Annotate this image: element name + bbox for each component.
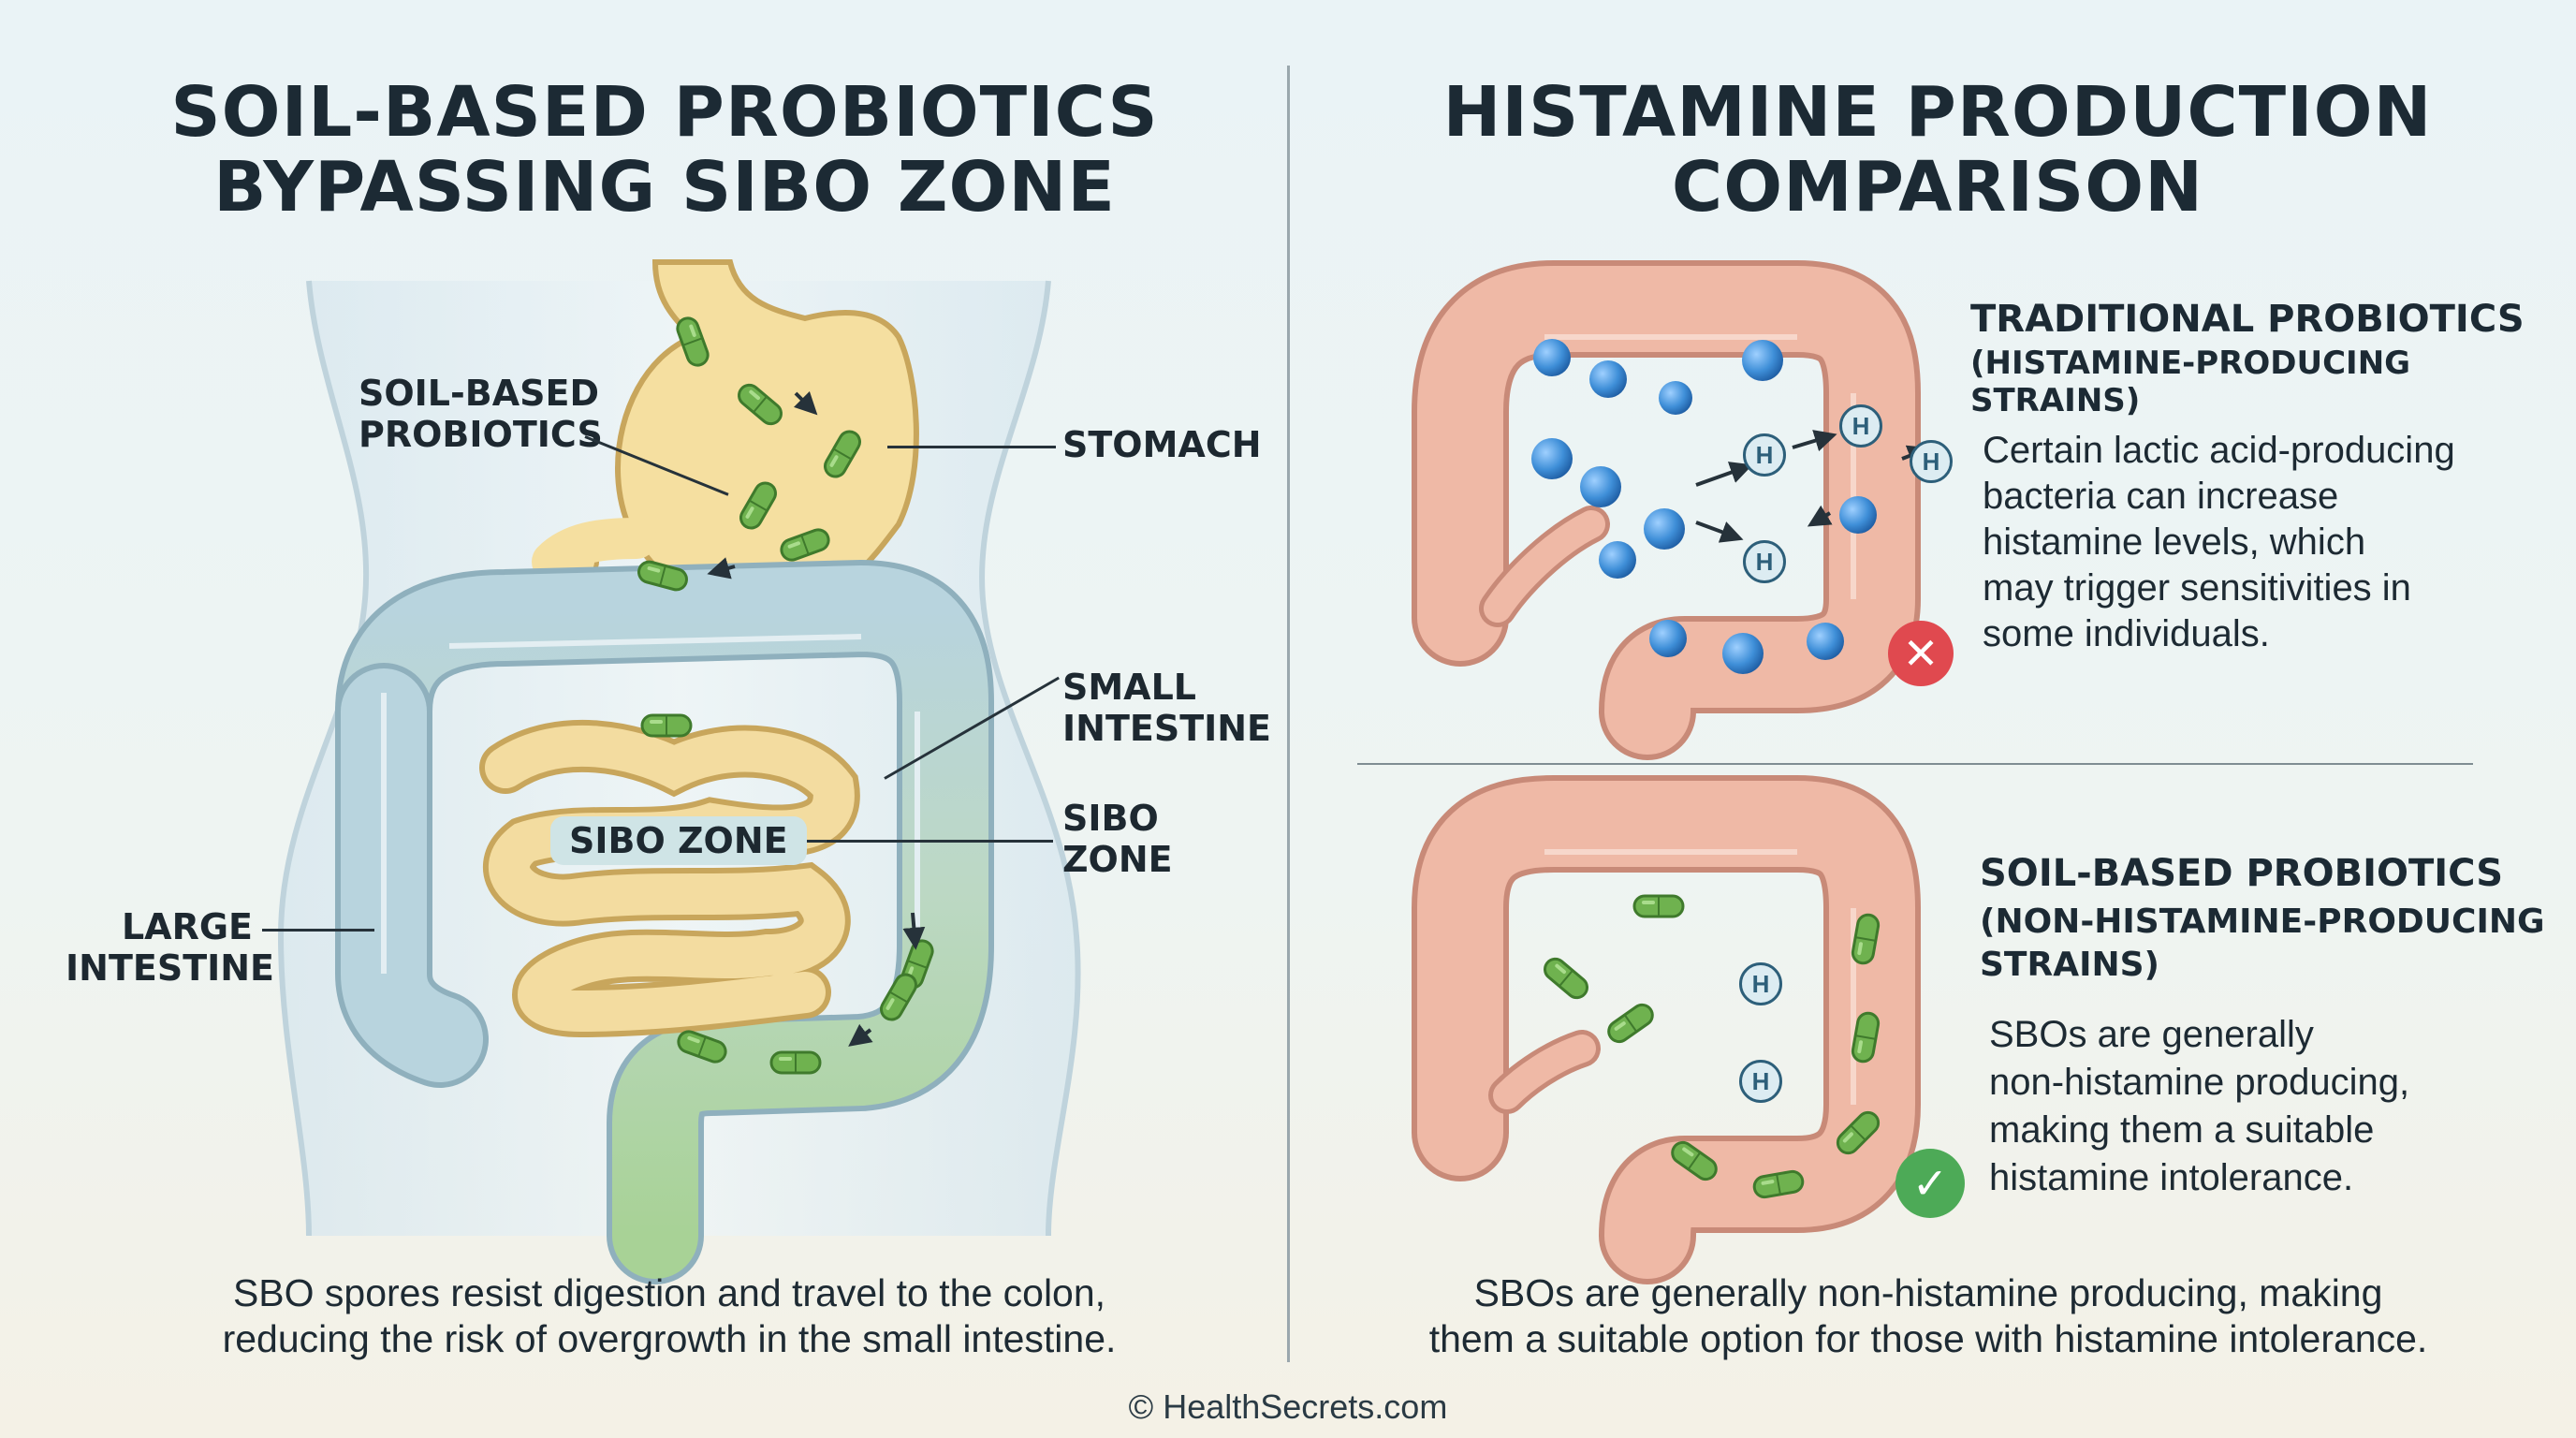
leader-large-intestine bbox=[262, 929, 374, 932]
leader-sibo bbox=[777, 840, 1053, 843]
label-large-intestine: LARGE INTESTINE bbox=[66, 906, 275, 989]
soil-subheading-line: (NON-HISTAMINE-PRODUCING bbox=[1980, 902, 2545, 941]
small-intestine-illustration bbox=[479, 719, 860, 1038]
check-mark-icon: ✓ bbox=[1895, 1149, 1965, 1218]
soil-colon-illustration bbox=[1412, 775, 1921, 1284]
left-probiotic-capsules bbox=[635, 314, 937, 1075]
traditional-body-line: histamine levels, which bbox=[1983, 521, 2366, 563]
traditional-body-line: may trigger sensitivities in bbox=[1983, 567, 2411, 609]
traditional-body-line: Certain lactic acid-producing bbox=[1983, 430, 2455, 471]
soil-heading: SOIL-BASED PROBIOTICS bbox=[1980, 852, 2504, 895]
histamine-badge-6: H bbox=[1739, 1060, 1782, 1103]
label-sibo-line1: SIBO bbox=[1062, 798, 1159, 839]
x-mark-icon: ✕ bbox=[1888, 621, 1954, 686]
traditional-colon-illustration bbox=[1412, 260, 1921, 760]
leader-stomach bbox=[887, 446, 1056, 448]
histamine-badge-1: H bbox=[1743, 433, 1786, 477]
traditional-heading: TRADITIONAL PROBIOTICS bbox=[1970, 298, 2525, 341]
right-caption: SBOs are generally non-histamine produci… bbox=[1348, 1270, 2509, 1362]
soil-body-line: SBOs are generally bbox=[1989, 1014, 2314, 1055]
soil-body-line: making them a suitable bbox=[1989, 1109, 2375, 1151]
soil-body-line: non-histamine producing, bbox=[1989, 1062, 2410, 1103]
right-caption-line1: SBOs are generally non-histamine produci… bbox=[1473, 1271, 2383, 1314]
label-large-line1: LARGE bbox=[121, 906, 253, 947]
histamine-badge-2: H bbox=[1839, 404, 1882, 448]
traditional-body: Certain lactic acid-producing bacteria c… bbox=[1983, 428, 2455, 657]
left-title-line1: SOIL-BASED PROBIOTICS bbox=[170, 72, 1159, 153]
traditional-body-line: some individuals. bbox=[1983, 613, 2270, 654]
right-title-line1: HISTAMINE PRODUCTION bbox=[1442, 72, 2433, 153]
soil-subheading: (NON-HISTAMINE-PRODUCING STRAINS) bbox=[1980, 901, 2545, 987]
soil-body-line: histamine intolerance. bbox=[1989, 1157, 2354, 1198]
left-caption-line2: reducing the risk of overgrowth in the s… bbox=[222, 1317, 1117, 1360]
traditional-body-line: bacteria can increase bbox=[1983, 476, 2339, 517]
traditional-subheading: (HISTAMINE-PRODUCING STRAINS) bbox=[1970, 345, 2411, 419]
label-soil-line1: SOIL-BASED bbox=[359, 373, 600, 414]
large-intestine-illustration bbox=[335, 559, 994, 1284]
left-caption: SBO spores resist digestion and travel t… bbox=[131, 1270, 1208, 1362]
blue-bacteria bbox=[1531, 339, 1931, 674]
soil-body: SBOs are generally non-histamine produci… bbox=[1989, 1011, 2409, 1202]
left-title: SOIL-BASED PROBIOTICS BYPASSING SIBO ZON… bbox=[168, 75, 1161, 225]
label-sibo-zone: SIBO ZONE bbox=[1062, 798, 1173, 880]
histamine-badge-4: H bbox=[1743, 540, 1786, 583]
sibo-zone-box: SIBO ZONE bbox=[550, 816, 807, 865]
label-small-intestine: SMALL INTESTINE bbox=[1062, 667, 1271, 749]
vertical-divider bbox=[1287, 66, 1290, 1362]
horizontal-divider bbox=[1357, 763, 2473, 765]
right-title: HISTAMINE PRODUCTION COMPARISON bbox=[1423, 75, 2452, 225]
label-stomach: STOMACH bbox=[1062, 424, 1262, 465]
label-soil-line2: PROBIOTICS bbox=[359, 414, 603, 455]
right-title-line2: COMPARISON bbox=[1671, 147, 2204, 227]
right-caption-line2: them a suitable option for those with hi… bbox=[1428, 1317, 2428, 1360]
label-small-line2: INTESTINE bbox=[1062, 708, 1272, 749]
left-caption-line1: SBO spores resist digestion and travel t… bbox=[232, 1271, 1106, 1314]
footer-copyright: © HealthSecrets.com bbox=[1128, 1387, 1448, 1426]
label-sibo-line2: ZONE bbox=[1062, 839, 1173, 880]
label-small-line1: SMALL bbox=[1062, 667, 1197, 708]
histamine-badge-5: H bbox=[1739, 962, 1782, 1005]
soil-subheading-line: STRAINS) bbox=[1980, 946, 2159, 984]
label-soil-based-probiotics: SOIL-BASED PROBIOTICS bbox=[359, 373, 603, 455]
label-large-line2: INTESTINE bbox=[66, 947, 275, 989]
left-title-line2: BYPASSING SIBO ZONE bbox=[213, 147, 1116, 227]
histamine-badge-3: H bbox=[1910, 440, 1953, 483]
